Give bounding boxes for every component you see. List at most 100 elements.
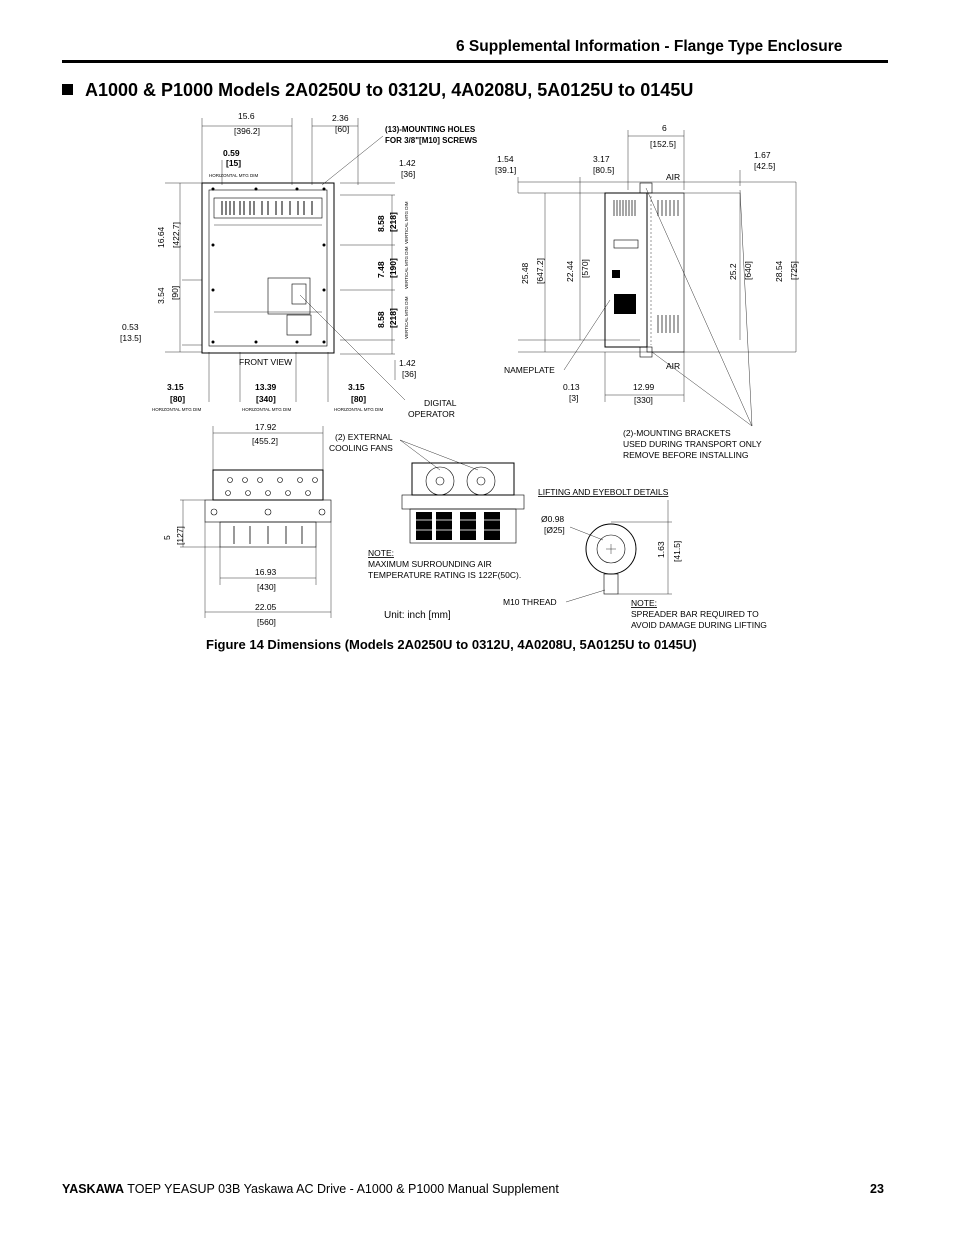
dim-text: [152.5]: [650, 139, 676, 149]
callout-fans-2: COOLING FANS: [329, 443, 393, 453]
dim-text: 8.58: [376, 311, 386, 328]
air-label-bottom: AIR: [666, 361, 680, 371]
dim-text: 0.53: [122, 322, 139, 332]
callout-fans-1: (2) EXTERNAL: [335, 432, 393, 442]
callout-nameplate: NAMEPLATE: [504, 365, 555, 375]
dim-text: [330]: [634, 395, 653, 405]
dim-text: 3.15: [348, 382, 365, 392]
dim-text: 2.36: [332, 113, 349, 123]
dim-text: 7.48: [376, 261, 386, 278]
mtg-dim-label: VERTICAL MTG DIM: [404, 201, 409, 244]
dim-text: 12.99: [633, 382, 655, 392]
dim-text: [430]: [257, 582, 276, 592]
dim-text: [36]: [402, 369, 416, 379]
side-view: 6 [152.5] 1.54 [39.1] 3.17 [80.5] 1.67 […: [495, 123, 799, 460]
section-title: A1000 & P1000 Models 2A0250U to 0312U, 4…: [85, 80, 694, 100]
footer-brand: YASKAWA: [62, 1182, 125, 1196]
dim-text: [15]: [226, 158, 241, 168]
mtg-dim-label: VERTICAL MTG DIM: [404, 246, 409, 289]
bottom-view: 17.92 [455.2] 5 [127] 16.93 [430] 22.05 …: [162, 422, 525, 627]
dim-text: 1.42: [399, 158, 416, 168]
dim-text: 16.93: [255, 567, 277, 577]
dim-text: 1.54: [497, 154, 514, 164]
dim-text: 1.67: [754, 150, 771, 160]
page-number: 23: [870, 1182, 884, 1196]
dim-text: [41.5]: [672, 541, 682, 562]
footer: YASKAWA TOEP YEASUP 03B Yaskawa AC Drive…: [62, 1182, 559, 1196]
dim-text: [455.2]: [252, 436, 278, 446]
footer-text: TOEP YEASUP 03B Yaskawa AC Drive - A1000…: [124, 1182, 559, 1196]
dim-text: 25.48: [520, 262, 530, 284]
dim-text: [422.7]: [171, 222, 181, 248]
dim-text: 3.54: [156, 287, 166, 304]
dim-text: [13.5]: [120, 333, 141, 343]
dim-text: [80]: [351, 394, 366, 404]
dim-text: [560]: [257, 617, 276, 627]
mtg-dim-label: HORIZONTAL MTG DIM: [152, 407, 201, 412]
dim-text: 13.39: [255, 382, 277, 392]
dim-text: [60]: [335, 124, 349, 134]
unit-note: Unit: inch [mm]: [384, 610, 451, 621]
mtg-dim-label: VERTICAL MTG DIM: [404, 296, 409, 339]
mtg-dim-label: HORIZONTAL MTG DIM: [334, 407, 383, 412]
dim-text: 22.05: [255, 602, 277, 612]
dim-text: 15.6: [238, 111, 255, 121]
dim-text: 1.42: [399, 358, 416, 368]
dim-text: 0.59: [223, 148, 240, 158]
dim-text: 16.64: [156, 226, 166, 248]
dim-text: [3]: [569, 393, 578, 403]
dim-text: [42.5]: [754, 161, 775, 171]
mtg-dim-label: HORIZONTAL MTG DIM: [242, 407, 291, 412]
dim-text: 1.63: [656, 541, 666, 558]
dim-text: 6: [662, 123, 667, 133]
dim-text: [39.1]: [495, 165, 516, 175]
callout-brackets-3: REMOVE BEFORE INSTALLING: [623, 450, 748, 460]
eyebolt-detail: LIFTING AND EYEBOLT DETAILS Ø0.98 [Ø25] …: [503, 487, 767, 630]
dim-text: [640]: [743, 261, 753, 280]
dim-text: [218]: [388, 212, 398, 232]
callout-thread: M10 THREAD: [503, 597, 557, 607]
eyebolt-title: LIFTING AND EYEBOLT DETAILS: [538, 487, 669, 497]
page-header-title: 6 Supplemental Information - Flange Type…: [456, 38, 843, 55]
dim-text: 25.2: [728, 263, 738, 280]
dim-text: [340]: [256, 394, 276, 404]
dim-text: Ø0.98: [541, 514, 564, 524]
dimension-drawing: 15.6 [396.2] 2.36 [60] 0.59 [15] HORIZON…: [120, 111, 799, 630]
dim-text: [647.2]: [535, 258, 545, 284]
dim-text: [36]: [401, 169, 415, 179]
dim-text: [80.5]: [593, 165, 614, 175]
dim-text: 0.13: [563, 382, 580, 392]
dim-text: [725]: [789, 261, 799, 280]
note-label: NOTE:: [368, 548, 394, 558]
callout-brackets-1: (2)-MOUNTING BRACKETS: [623, 428, 731, 438]
dim-text: [127]: [175, 526, 185, 545]
note-text-1: MAXIMUM SURROUNDING AIR: [368, 559, 492, 569]
note-text-2: TEMPERATURE RATING IS 122F(50C).: [368, 570, 521, 580]
note-text-2: AVOID DAMAGE DURING LIFTING: [631, 620, 767, 630]
dim-text: 28.54: [774, 260, 784, 282]
callout-digital-operator-2: OPERATOR: [408, 409, 455, 419]
air-label-top: AIR: [666, 172, 680, 182]
dim-text: [190]: [388, 258, 398, 278]
header-rule: [62, 60, 888, 63]
dim-text: 3.17: [593, 154, 610, 164]
callout-brackets-2: USED DURING TRANSPORT ONLY: [623, 439, 762, 449]
dim-text: 17.92: [255, 422, 277, 432]
dim-text: [396.2]: [234, 126, 260, 136]
section-heading: A1000 & P1000 Models 2A0250U to 0312U, 4…: [62, 80, 693, 101]
dim-text: [570]: [580, 259, 590, 278]
bullet-square-icon: [62, 84, 73, 95]
figure-caption: Figure 14 Dimensions (Models 2A0250U to …: [206, 637, 697, 652]
dim-text: [Ø25]: [544, 525, 565, 535]
note-text-1: SPREADER BAR REQUIRED TO: [631, 609, 759, 619]
dim-text: 22.44: [565, 260, 575, 282]
view-label-front: FRONT VIEW: [239, 357, 292, 367]
note-label: NOTE:: [631, 598, 657, 608]
dim-text: 8.58: [376, 215, 386, 232]
front-view: 15.6 [396.2] 2.36 [60] 0.59 [15] HORIZON…: [120, 111, 478, 419]
callout-digital-operator-1: DIGITAL: [424, 398, 457, 408]
dim-text: [90]: [170, 286, 180, 300]
dim-text: [218]: [388, 308, 398, 328]
dim-text: 3.15: [167, 382, 184, 392]
callout-mounting-holes-1: (13)-MOUNTING HOLES: [385, 125, 476, 134]
